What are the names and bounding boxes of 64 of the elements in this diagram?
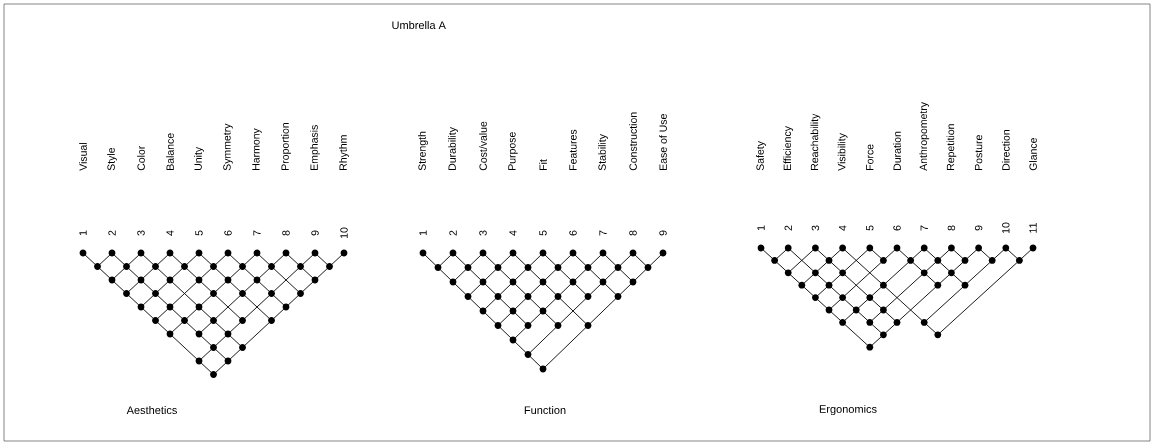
item-number: 7 [920,225,928,231]
item-number: 6 [893,225,901,231]
item-number: 8 [282,230,290,236]
item-number: 4 [509,230,517,236]
item-number: 9 [974,225,983,231]
item-number: 4 [839,225,847,231]
item-number: 5 [866,225,874,231]
attribute-label: Visual [79,143,87,171]
item-number: 7 [599,230,607,236]
attribute-label: Proportion [281,123,291,170]
attribute-label: Rhythm [339,135,349,170]
item-number: 1 [79,230,87,236]
item-number: 2 [108,230,116,236]
attribute-label: Harmony [252,128,262,170]
item-number: 1 [757,225,765,231]
item-number: 4 [166,230,174,236]
item-number: 9 [311,230,319,236]
item-number: 6 [224,230,232,236]
attribute-label: Stability [598,134,608,171]
attribute-label: Fit [539,159,547,170]
attribute-label: Duration [893,131,901,170]
item-number: 5 [195,230,203,236]
attribute-label: Purpose [508,132,518,170]
attribute-label: Strength [418,131,428,171]
item-number: 2 [449,230,457,236]
group-label: Ergonomics [819,404,877,416]
attribute-label: Unity [194,146,204,170]
item-number: 10 [340,227,348,239]
item-number: 10 [1002,222,1010,234]
attribute-label: Construction [629,112,637,171]
item-number: 11 [1029,223,1037,233]
attribute-label: Anthropometry [919,101,930,171]
attribute-label: Features [569,129,577,170]
item-number: 7 [253,230,261,236]
attribute-label: Posture [974,135,983,170]
attribute-label: Color [137,145,145,171]
item-number: 6 [569,230,577,236]
attribute-label: Durability [448,127,458,170]
attribute-label: Cost/value [479,121,487,171]
attribute-label: Visibility [837,133,848,171]
attribute-label: Emphasis [310,125,320,170]
attribute-label: Ease of Use [659,114,667,170]
item-number: 9 [659,230,667,236]
attribute-label: Style [107,147,117,171]
item-number: 1 [419,230,427,236]
title: Umbrella A [392,20,446,30]
attribute-label: Efficiency [783,126,794,170]
group-label: Aesthetics [126,405,177,415]
item-number: 8 [629,230,637,236]
attribute-label: Reachability [810,113,821,170]
attribute-label: Repetition [946,124,957,170]
group-label: Function [524,405,566,415]
attribute-label: Balance [166,133,174,170]
item-number: 2 [784,225,792,231]
item-number: 3 [137,230,145,236]
item-number: 8 [947,225,956,231]
item-number: 3 [811,225,820,231]
attribute-label: Force [866,144,874,170]
attribute-label: Glance [1029,138,1037,171]
item-number: 3 [479,230,487,236]
attribute-label: Direction [1001,130,1010,170]
attribute-label: Safety [756,141,766,171]
attribute-label: Symmetry [223,123,233,171]
item-number: 5 [539,230,547,236]
